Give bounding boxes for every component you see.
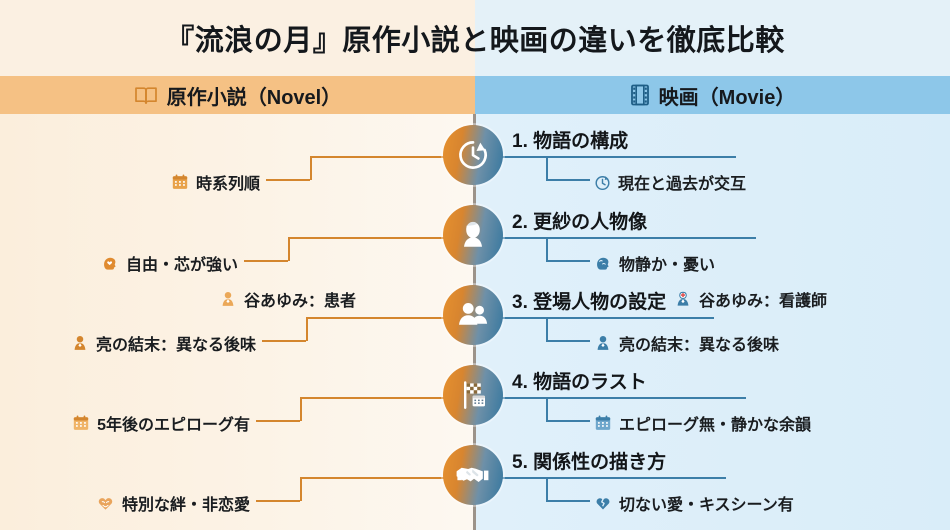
row-rule-left-3: [306, 317, 446, 319]
leaf-left-5-1: 特別な絆・非恋愛: [48, 491, 250, 515]
row-elbow-left-2: [244, 260, 288, 262]
row-title-3: 3. 登場人物の設定: [512, 292, 667, 313]
calendar-icon: [171, 173, 189, 191]
row-drop-left-3: [306, 317, 308, 341]
broken-heart-icon: [594, 494, 612, 512]
calendar-icon: [72, 414, 90, 432]
row-rule-right-5: [500, 477, 726, 479]
leaf-right-1-1: 現在と過去が交互: [594, 170, 746, 194]
column-header-movie: 映画（Movie）: [475, 76, 950, 114]
leaf-right-1-1-label: 現在と過去が交互: [618, 176, 747, 193]
leaf-left-3-2-label: 亮の結末：異なる後味: [95, 337, 256, 354]
leaf-right-4-1: エピローグ無・静かな余韻: [594, 411, 811, 435]
leaf-right-2-1-label: 物静か・憂い: [619, 257, 716, 274]
leaf-right-5-1: 切ない愛・キスシーン有: [594, 491, 794, 515]
leaf-right-4-1-label: エピローグ無・静かな余韻: [619, 417, 812, 434]
row-title-5: 5. 関係性の描き方: [512, 452, 667, 473]
row-drop-left-1: [310, 156, 312, 180]
row-rule-right-2: [500, 237, 756, 239]
row-rule-right-4: [500, 397, 746, 399]
clock-rotate-icon: [456, 138, 490, 172]
head-brain-icon: [594, 254, 612, 272]
node-icon-5: [443, 445, 503, 505]
leaf-left-5-1-label: 特別な絆・非恋愛: [121, 497, 250, 514]
handshake-icon: [454, 461, 492, 489]
row-elbow-left-1: [266, 179, 310, 181]
leaf-left-2-1-label: 自由・芯が強い: [125, 257, 238, 274]
row-drop-right-4: [546, 397, 548, 421]
row-rule-left-5: [300, 477, 446, 479]
leaf-left-3-1: 谷あゆみ：患者: [196, 287, 356, 311]
leaf-left-4-1: 5年後のエピローグ有: [8, 411, 250, 435]
node-icon-3: [443, 285, 503, 345]
row-title-4: 4. 物語のラスト: [512, 372, 647, 393]
row-drop-left-5: [300, 477, 302, 501]
person-nurse-icon: [674, 290, 692, 308]
leaf-left-4-1-label: 5年後のエピローグ有: [97, 417, 250, 434]
woman-avatar-icon: [456, 217, 490, 253]
title-band-right-background: [475, 0, 950, 76]
row-rule-left-4: [300, 397, 446, 399]
title-band-left-background: [0, 0, 475, 76]
node-icon-4: [443, 365, 503, 425]
node-icon-1: [443, 125, 503, 185]
checkered-flag-icon: [456, 378, 490, 412]
leaf-left-1-1: 時系列順: [108, 170, 260, 194]
row-drop-right-5: [546, 477, 548, 501]
row-rule-left-2: [288, 237, 446, 239]
calendar-icon: [594, 414, 612, 432]
person-patient-icon: [219, 290, 237, 308]
leaf-left-3-1-label: 谷あゆみ：患者: [243, 293, 356, 310]
row-elbow-left-5: [256, 500, 300, 502]
heart-hands-icon: [96, 494, 115, 512]
row-drop-right-1: [546, 156, 548, 180]
column-header-novel-label: 原作小説（Novel）: [166, 86, 342, 109]
row-elbow-left-3: [262, 340, 306, 342]
row-elbow-left-4: [256, 420, 300, 422]
body-left-background: [0, 114, 475, 530]
row-drop-left-2: [288, 237, 290, 261]
head-heart-icon: [101, 254, 119, 272]
person-man-icon: [71, 334, 89, 352]
leaf-right-5-1-label: 切ない愛・キスシーン有: [619, 497, 794, 514]
leaf-right-3-1: 谷あゆみ：看護師: [674, 287, 827, 311]
row-rule-right-1: [500, 156, 736, 158]
leaf-left-1-1-label: 時系列順: [195, 176, 260, 193]
row-drop-left-4: [300, 397, 302, 421]
row-elbow-right-1: [546, 179, 590, 181]
clock-icon: [594, 174, 611, 191]
person-man-icon: [594, 334, 612, 352]
row-rule-left-1: [310, 156, 446, 158]
row-elbow-right-3: [546, 340, 590, 342]
leaf-right-3-2: 亮の結末：異なる後味: [594, 331, 779, 355]
row-elbow-right-5: [546, 500, 590, 502]
row-drop-right-3: [546, 317, 548, 341]
row-title-1: 1. 物語の構成: [512, 131, 629, 152]
leaf-left-2-1: 自由・芯が強い: [80, 251, 238, 275]
leaf-right-2-1: 物静か・憂い: [594, 251, 715, 275]
row-drop-right-2: [546, 237, 548, 261]
row-elbow-right-2: [546, 260, 590, 262]
column-header-novel: 原作小説（Novel）: [0, 76, 475, 114]
two-people-icon: [455, 300, 491, 330]
open-book-icon: [134, 85, 158, 106]
column-header-movie-label: 映画（Movie）: [658, 86, 796, 109]
row-elbow-right-4: [546, 420, 590, 422]
leaf-left-3-2: 亮の結末：異なる後味: [12, 331, 256, 355]
node-icon-2: [443, 205, 503, 265]
film-strip-icon: [630, 84, 650, 106]
leaf-right-3-2-label: 亮の結末：異なる後味: [619, 337, 780, 354]
page-title: 『流浪の月』原作小説と映画の違いを徹底比較: [165, 25, 785, 57]
leaf-right-3-1-label: 谷あゆみ：看護師: [699, 293, 828, 310]
body-right-background: [475, 114, 950, 530]
row-title-2: 2. 更紗の人物像: [512, 212, 648, 233]
row-rule-right-3: [500, 317, 714, 319]
